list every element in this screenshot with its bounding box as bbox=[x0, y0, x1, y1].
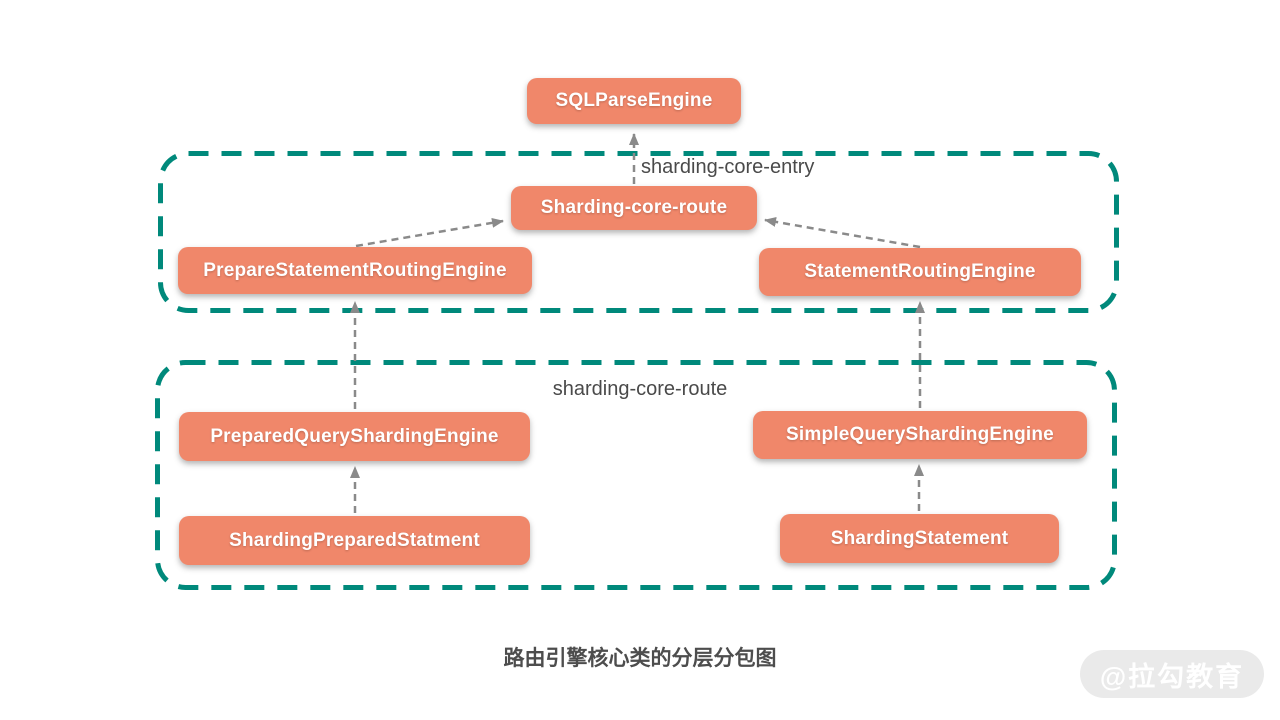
node-sql-parse-engine: SQLParseEngine bbox=[527, 78, 741, 124]
group-label-sharding-core-entry: sharding-core-entry bbox=[641, 156, 815, 178]
node-statement-routing-engine: StatementRoutingEngine bbox=[759, 248, 1081, 296]
node-sharding-statement: ShardingStatement bbox=[780, 514, 1059, 563]
edge-preparestatementroutingengine-to-sharding-core-route bbox=[355, 217, 504, 248]
watermark-badge: @拉勾教育 bbox=[1080, 650, 1264, 698]
group-box-sharding-core-entry bbox=[158, 151, 1119, 313]
watermark-text: @拉勾教育 bbox=[1099, 661, 1245, 692]
node-prepared-query-sharding-engine: PreparedQueryShardingEngine bbox=[179, 412, 530, 461]
node-simple-query-sharding-engine: SimpleQueryShardingEngine bbox=[753, 411, 1087, 459]
node-sharding-prepared-statment: ShardingPreparedStatment bbox=[179, 516, 530, 565]
diagram-caption: 路由引擎核心类的分层分包图 bbox=[503, 647, 777, 670]
node-sharding-core-route: Sharding-core-route bbox=[511, 186, 757, 230]
group-label-sharding-core-route: sharding-core-route bbox=[552, 378, 728, 400]
group-box-sharding-core-route bbox=[155, 360, 1117, 590]
node-prepare-statement-routing-engine: PrepareStatementRoutingEngine bbox=[178, 247, 532, 294]
edge-statementroutingengine-to-sharding-core-route bbox=[764, 216, 921, 249]
